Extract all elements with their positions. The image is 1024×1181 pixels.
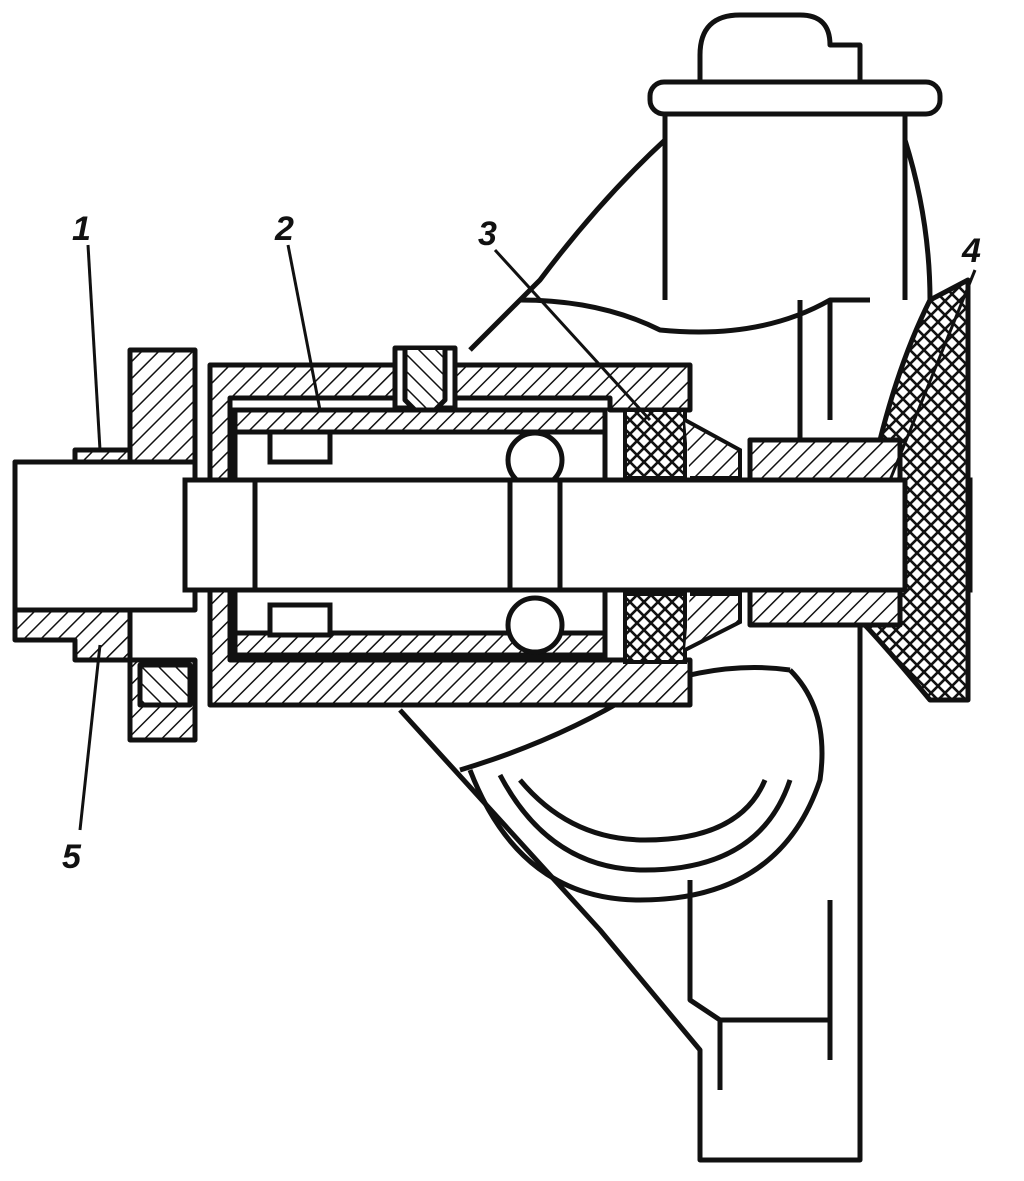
callout-3: 3 xyxy=(478,215,497,253)
shaft-seal xyxy=(623,408,742,664)
callout-labels: 1 2 3 4 5 xyxy=(62,210,981,876)
impeller xyxy=(747,277,971,703)
pump-shaft xyxy=(182,477,973,593)
callout-2: 2 xyxy=(274,210,294,248)
pump-housing-outline xyxy=(398,12,943,1163)
callout-5: 5 xyxy=(62,838,82,876)
callout-1: 1 xyxy=(72,210,91,248)
callout-leaders xyxy=(78,244,977,831)
bearing-housing xyxy=(207,345,693,708)
callout-4: 4 xyxy=(961,232,981,270)
pulley-hub xyxy=(12,347,198,743)
